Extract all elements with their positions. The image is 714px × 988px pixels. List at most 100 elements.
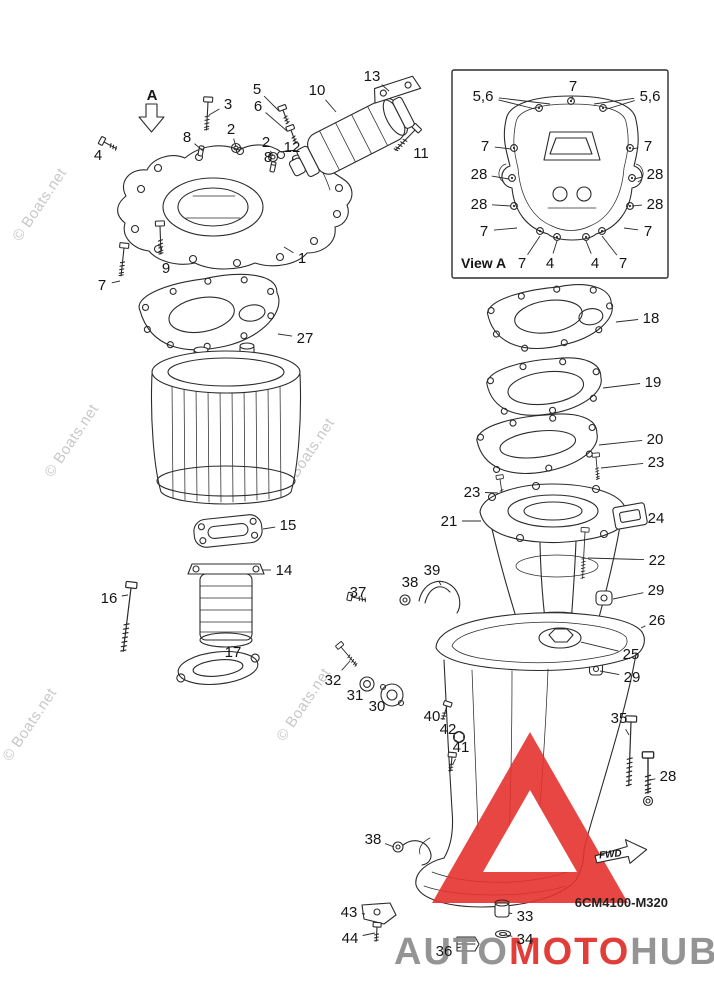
- leader-line: [552, 240, 558, 254]
- part-code: 6CM4100-M320: [575, 895, 668, 910]
- callout-30: 30: [369, 698, 386, 715]
- callout-7: 7: [481, 138, 489, 155]
- leader-line: [606, 100, 635, 110]
- callout-28: 28: [647, 166, 664, 183]
- callout-8: 8: [264, 149, 272, 166]
- bracket-13: [373, 75, 422, 104]
- view-a-inset: View A: [451, 69, 669, 279]
- muffler-10: [288, 96, 415, 178]
- bolt-16: [117, 580, 138, 653]
- leader-line: [498, 99, 536, 110]
- leader-line: [640, 625, 646, 629]
- hose-39: [418, 580, 461, 614]
- oil-pan-body: [150, 342, 302, 505]
- callout-39: 39: [424, 562, 441, 579]
- callout-23: 23: [464, 484, 481, 501]
- callout-1: 1: [298, 250, 306, 267]
- gasket-17: [176, 650, 260, 686]
- callout-6: 6: [254, 98, 262, 115]
- gasket-15: [193, 514, 263, 548]
- callout-13: 13: [364, 68, 381, 85]
- leader-line: [508, 912, 513, 915]
- callout-22: 22: [649, 552, 666, 569]
- callout-7: 7: [98, 277, 106, 294]
- screw-44: [371, 921, 382, 942]
- leader-line: [111, 280, 121, 284]
- leader-line: [265, 112, 288, 132]
- callout-4: 4: [591, 255, 599, 272]
- leader-line: [585, 240, 592, 254]
- leader-line: [362, 932, 376, 936]
- leader-line: [598, 439, 643, 446]
- callout-37: 37: [350, 584, 367, 601]
- callout-16: 16: [101, 590, 118, 607]
- callout-33: 33: [517, 908, 534, 925]
- leader-line: [601, 235, 618, 256]
- leader-line: [381, 84, 390, 92]
- gasket-19: [486, 357, 602, 416]
- wire-38: [402, 840, 432, 866]
- watermark-text: © Boats.net: [41, 401, 102, 481]
- callout-2: 2: [227, 121, 235, 138]
- callout-44: 44: [342, 930, 359, 947]
- bolt-23: [591, 452, 602, 481]
- grommet-38: [399, 594, 411, 606]
- leader-line: [283, 246, 294, 254]
- callout-28: 28: [471, 196, 488, 213]
- leader-line: [484, 492, 499, 494]
- fwd-label: FWD: [599, 848, 623, 861]
- callout-12: 12: [284, 139, 301, 156]
- cup-30: [379, 683, 405, 707]
- leader-line: [631, 204, 643, 207]
- callout-28: 28: [471, 166, 488, 183]
- callout-7: 7: [569, 78, 577, 95]
- callout-25: 25: [623, 646, 640, 663]
- callout-24: 24: [648, 510, 665, 527]
- callout-7: 7: [518, 255, 526, 272]
- callout-35: 35: [611, 710, 628, 727]
- callout-5: 5: [253, 81, 261, 98]
- washer-34: [494, 929, 512, 939]
- callout-7: 7: [480, 223, 488, 240]
- nut-42: [452, 730, 466, 744]
- upper-casing-part-1: [117, 144, 353, 270]
- leader-line: [633, 176, 643, 180]
- view-direction-label: A: [147, 87, 158, 104]
- leader-line: [580, 641, 619, 652]
- callout-42: 42: [440, 721, 457, 738]
- view-direction-arrow: A: [138, 87, 165, 133]
- leader-line: [602, 383, 641, 389]
- leader-line: [615, 319, 639, 323]
- callout-7: 7: [619, 255, 627, 272]
- callout-4: 4: [94, 147, 102, 164]
- muffler-seal-14: [187, 563, 265, 648]
- callout-7: 7: [644, 223, 652, 240]
- callout-41: 41: [453, 739, 470, 756]
- callout-31: 31: [347, 687, 364, 704]
- leader-line: [599, 670, 620, 676]
- leader-line: [623, 227, 639, 231]
- artwork: A: [97, 69, 669, 908]
- leader-line: [262, 526, 276, 530]
- gasket-20: [476, 413, 598, 474]
- leader-line: [452, 758, 456, 765]
- small-fasteners: [438, 699, 466, 772]
- damper-24: [612, 502, 648, 530]
- brand-wordmark: AUTOMOTOHUB: [394, 931, 714, 973]
- bolt-28: [641, 751, 655, 794]
- callout-4: 4: [546, 255, 554, 272]
- leader-line: [325, 99, 337, 113]
- leader-line: [208, 108, 220, 116]
- leader-line: [649, 778, 656, 781]
- screw-40: [438, 699, 453, 722]
- callout-9: 9: [162, 260, 170, 277]
- bolt-5: [277, 103, 293, 126]
- bolt-7: [116, 242, 130, 277]
- callout-5,6: 5,6: [640, 88, 661, 105]
- leader-line: [498, 97, 551, 105]
- leader-line: [121, 594, 129, 597]
- leader-line: [587, 557, 645, 561]
